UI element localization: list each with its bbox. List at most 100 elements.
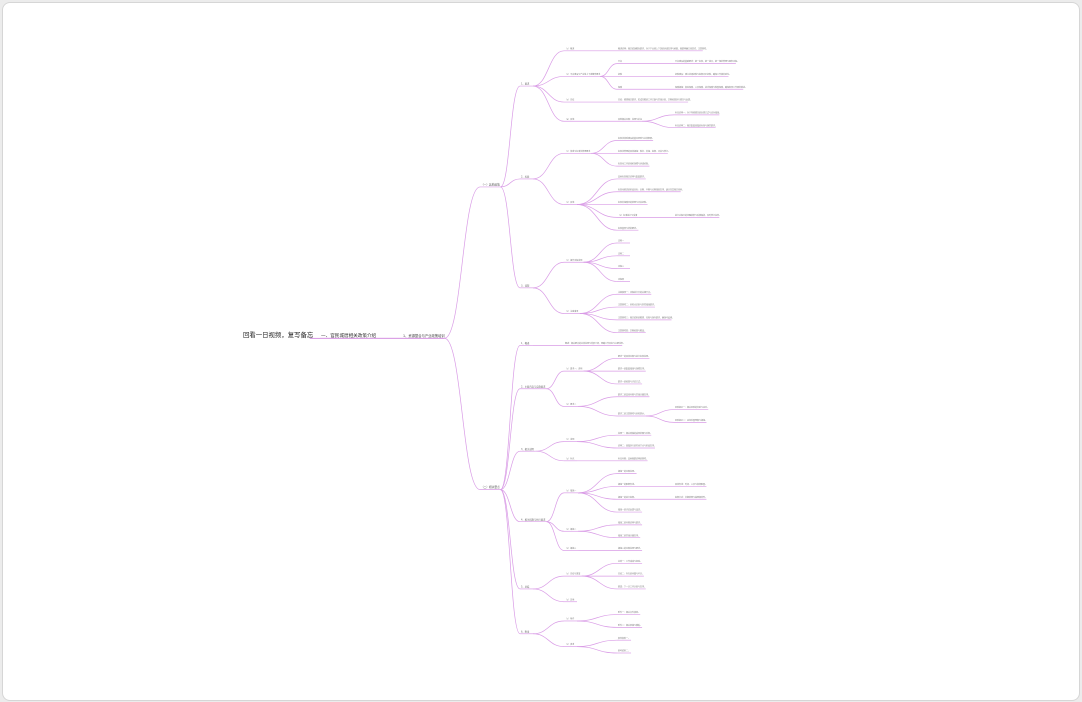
branch-topic[interactable]: 6、附录 — [521, 629, 530, 633]
branch-topic[interactable]: 1、概述 — [521, 341, 530, 345]
branch-connector — [581, 562, 618, 577]
branch-topic[interactable]: （2）注意事项 — [565, 309, 578, 313]
leaf-topic[interactable]: 措施二的实施步骤安排。 — [618, 533, 640, 537]
branch-topic[interactable]: 措施一的执行监督。 — [618, 495, 636, 499]
branch-topic[interactable]: （1）措施一 — [565, 488, 576, 492]
leaf-topic[interactable]: 标准实施情况的检查与评估机制。 — [618, 200, 648, 204]
branch-connector — [583, 357, 618, 372]
leaf-topic[interactable]: 标准化工作的组织保障与协调机制。 — [618, 162, 650, 166]
leaf-topic[interactable]: （2）其他 — [565, 597, 574, 601]
leaf-topic[interactable]: 总结：梳理相关要求，形成完整的工作方案与实施计划，定期检查执行情况与反馈。 — [618, 98, 692, 102]
branch-topic[interactable]: （1）操作流程说明 — [565, 258, 582, 262]
leaf-topic[interactable]: 总结二：存在的问题与不足。 — [618, 572, 644, 576]
branch-connector — [532, 287, 565, 314]
leaf-topic[interactable]: 流程四 — [618, 277, 624, 281]
branch-topic[interactable]: （二）相关要点 — [481, 485, 500, 489]
leaf-topic[interactable]: 流程一 — [618, 239, 624, 243]
leaf-topic[interactable]: 流程二 — [618, 251, 624, 255]
leaf-topic[interactable]: 机制建设：建立协调机制与监督评价机制，确保工作落实到位。 — [675, 72, 731, 76]
branch-topic[interactable]: 一、官民城厝相关政策介绍 — [321, 332, 377, 339]
branch-topic[interactable]: 机制 — [618, 72, 622, 76]
leaf-topic[interactable]: 措施三的内容说明与要求。 — [618, 546, 642, 550]
branch-topic[interactable]: 1、资源整合与产业政策培训 — [403, 333, 445, 338]
branch-topic[interactable]: 要求二的注意事项与风险提示。 — [618, 412, 646, 416]
leaf-topic[interactable]: 要求一的配套措施与保障安排。 — [618, 367, 646, 371]
branch-topic[interactable]: （一）其他政策 — [481, 183, 500, 187]
branch-topic[interactable]: （1）说明 — [565, 437, 574, 441]
branch-topic[interactable]: （1）概述 — [565, 46, 574, 50]
branch-connector — [645, 409, 675, 417]
leaf-topic[interactable]: 措施一的内容说明。 — [618, 469, 636, 473]
branch-connector — [576, 204, 618, 231]
branch-topic[interactable]: （2）补充 — [565, 456, 574, 460]
branch-topic[interactable]: （2）其他 — [565, 200, 574, 204]
branch-topic[interactable]: 其他相关内容：说明与补充 — [618, 117, 642, 121]
leaf-topic[interactable]: 要求一的具体内容与执行标准说明。 — [618, 354, 650, 358]
branch-topic[interactable]: 平台 — [618, 59, 622, 63]
leaf-topic[interactable]: 概述：相关要点的总体说明与背景介绍，明确工作目标与主要任务。 — [565, 341, 625, 345]
leaf-topic[interactable]: 注意事项二：风险点识别与防控措施要求。 — [618, 303, 656, 307]
leaf-topic[interactable]: 执行过程中的问题收集与反馈渠道，及时修订完善。 — [675, 213, 721, 217]
leaf-topic[interactable]: 附件二：相关表格与模板。 — [618, 623, 642, 627]
branch-topic[interactable]: 2、标准 — [521, 175, 530, 179]
branch-topic[interactable]: 4、相关措施与执行要求 — [521, 517, 546, 521]
leaf-topic[interactable]: 说明二：政策执行的时间节点与阶段安排。 — [618, 444, 656, 448]
leaf-topic[interactable]: 补充说明一：对于特殊情况的处理方式与应对措施。 — [675, 110, 721, 114]
leaf-topic[interactable]: 注意事项一：流程执行中的关键节点。 — [618, 290, 652, 294]
branch-topic[interactable]: （2）平台建设与产业链上下游整合要求 — [565, 72, 600, 76]
branch-connector — [532, 152, 565, 180]
branch-topic[interactable]: （1）要求一：说明 — [565, 367, 582, 371]
leaf-topic[interactable]: 标准化推进的阶段目标：近期、中期与长期规划安排，逐步完善相关体系。 — [618, 187, 684, 191]
leaf-topic[interactable]: 要求一的检查与评估方式。 — [618, 380, 642, 384]
leaf-topic[interactable]: 展望：下一步工作计划与安排。 — [618, 585, 646, 589]
branch-topic[interactable]: 3、相关说明 — [521, 447, 535, 451]
branch-connector — [576, 191, 618, 205]
branch-topic[interactable]: （1）总结与展望 — [565, 572, 580, 576]
branch-topic[interactable]: （3）总结 — [565, 98, 574, 102]
leaf-topic[interactable]: 其他标准相关说明与配套要求。 — [618, 175, 646, 179]
leaf-topic[interactable]: 注意事项四：定期检查与整改。 — [618, 328, 646, 332]
branch-topic[interactable]: （2）措施二 — [565, 527, 576, 531]
root-topic[interactable]: 回看一日视频，复写备忘 — [243, 330, 314, 339]
leaf-topic[interactable]: 标准化体系建设的基本原则与总体框架。 — [618, 136, 654, 140]
leaf-topic[interactable]: 风险提示一：相关风险的识别与应对。 — [675, 405, 709, 409]
leaf-topic[interactable]: 措施一的评估反馈与改进。 — [618, 508, 642, 512]
leaf-topic[interactable]: 要求二的具体内容与实施步骤安排。 — [618, 392, 650, 396]
leaf-topic[interactable]: 风险提示二：应急处置预案与措施。 — [675, 418, 707, 422]
leaf-topic[interactable]: 流程三 — [618, 264, 624, 268]
leaf-topic[interactable]: 参考资料一。 — [618, 636, 630, 640]
branch-topic[interactable]: （1）体系与标准化管理要求 — [565, 149, 590, 153]
branch-connector — [500, 345, 521, 490]
leaf-topic[interactable]: 注意事项三：相关资料的整理、归档与保存要求，确保可追溯。 — [618, 315, 674, 319]
leaf-topic[interactable]: 措施二的内容说明与要求。 — [618, 520, 642, 524]
leaf-topic[interactable]: 监督方式：定期检查与抽查相结合。 — [675, 495, 707, 499]
branch-topic[interactable]: 措施一的配套安排。 — [618, 482, 636, 486]
leaf-topic[interactable]: 具体安排：时间、人员与资源配置。 — [675, 482, 707, 486]
branch-topic[interactable]: 2、主要内容与实施要求 — [521, 384, 546, 388]
branch-topic[interactable]: 3、流程 — [521, 283, 530, 287]
branch-topic[interactable]: 1、要求 — [521, 82, 530, 86]
branch-connector — [642, 120, 675, 129]
leaf-topic[interactable]: 补充内容：其他需要说明的事项。 — [618, 456, 648, 460]
branch-topic[interactable]: （2）要求二 — [565, 402, 576, 406]
branch-topic[interactable]: （2）参考 — [565, 642, 574, 646]
branch-topic[interactable]: 保障 — [618, 85, 622, 89]
leaf-topic[interactable]: 补充说明二：相关配套政策的衔接与落实要求。 — [675, 123, 717, 127]
branch-topic[interactable]: （3）措施三 — [565, 546, 576, 550]
branch-topic[interactable]: （4）其他 — [565, 117, 574, 121]
leaf-topic[interactable]: 标准宣贯与培训要求。 — [618, 226, 638, 230]
leaf-topic[interactable]: 概述说明：相关资源整合要求，对于产业链上下游的协调安排与统筹，需要明确主体责任，… — [618, 46, 708, 50]
leaf-topic[interactable]: 保障措施：资金保障、人员保障、技术保障与制度保障，确保各项工作顺利推进。 — [675, 85, 747, 89]
leaf-topic[interactable]: 平台建设的基础要求：统一标准，统一接口，统一规范管理与服务流程。 — [675, 59, 739, 63]
leaf-topic[interactable]: 参考资料二。 — [618, 649, 630, 653]
branch-topic[interactable]: （1）附件 — [565, 617, 574, 621]
leaf-topic[interactable]: 说明一：相关政策的适用范围与对象。 — [618, 431, 652, 435]
branch-topic[interactable]: （3）标准执行与反馈 — [618, 213, 637, 217]
branch-connector — [500, 489, 521, 590]
branch-connector — [579, 313, 618, 334]
branch-topic[interactable]: 5、总结 — [521, 585, 530, 589]
leaf-topic[interactable]: 附件一：相关文件清单。 — [618, 610, 640, 614]
branch-connector — [532, 76, 565, 87]
leaf-topic[interactable]: 标准化管理的具体措施：制定、实施、监督、评估与修订。 — [618, 149, 670, 153]
leaf-topic[interactable]: 总结一：工作成效与经验。 — [618, 559, 642, 563]
